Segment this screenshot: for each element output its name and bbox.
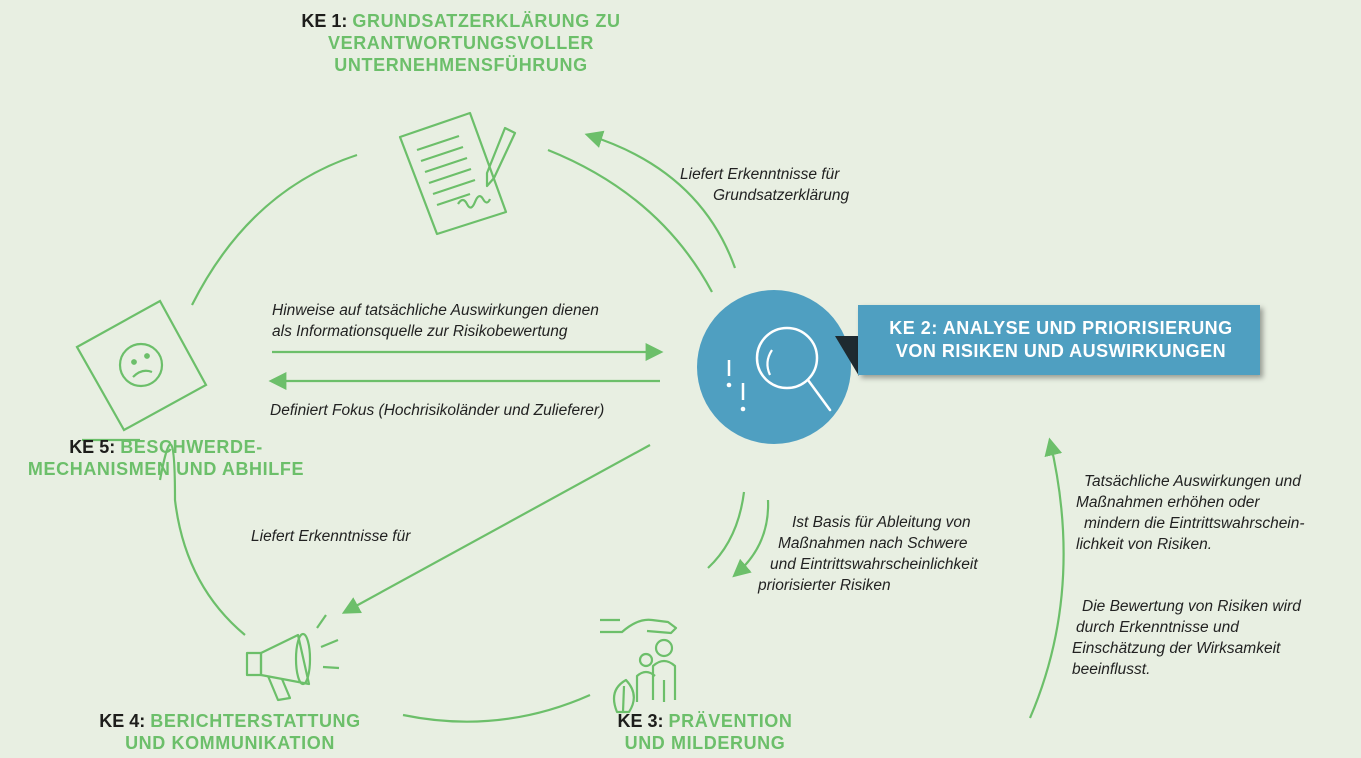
ke3-title-line-2: UND MILDERUNG — [624, 733, 786, 753]
annotation-ke2-to-ke3: Ist Basis für Ableitung von Maßnahmen na… — [758, 514, 978, 594]
sad-face-sign-icon — [75, 299, 208, 442]
annotation-ke2-to-ke5: Definiert Fokus (Hochrisikoländer und Zu… — [270, 402, 605, 419]
cycle-arc-ke4-ke3 — [402, 693, 591, 723]
ke2-banner-fold — [835, 336, 859, 376]
ke2-title-line-2: VON RISIKEN UND AUSWIRKUNGEN — [895, 341, 1227, 361]
ke3-heading: KE 3:PRÄVENTION UND MILDERUNG — [598, 710, 812, 754]
annotation-ke3-to-ke2-a: Tatsächliche Auswirkungen und Maßnahmen … — [1076, 473, 1305, 553]
ke5-heading: KE 5:BESCHWERDE- MECHANISMEN UND ABHILFE — [0, 436, 332, 480]
ke4-heading: KE 4:BERICHTERSTATTUNG UND KOMMUNIKATION — [70, 710, 390, 754]
ke2-title-line-1: ANALYSE UND PRIORISIERUNG — [942, 318, 1233, 338]
arrow-ke2-to-ke3 — [732, 499, 770, 578]
annotation-to-ke4: Liefert Erkenntnisse für — [251, 528, 411, 545]
arc-ke2-ke3-outer — [707, 491, 746, 569]
ke4-id: KE 4: — [99, 711, 146, 731]
protecting-hand-people-icon — [600, 618, 678, 714]
ke1-title-line-2: VERANTWORTUNGSVOLLER — [328, 33, 594, 53]
ke4-title-line-2: UND KOMMUNIKATION — [125, 733, 335, 753]
ke4-title-line-1: BERICHTERSTATTUNG — [150, 711, 361, 731]
ke3-title-line-1: PRÄVENTION — [668, 711, 793, 731]
megaphone-icon — [245, 614, 340, 702]
ke1-title-line-3: UNTERNEHMENSFÜHRUNG — [334, 55, 588, 75]
ke1-id: KE 1: — [301, 11, 348, 31]
magnifier-icon — [697, 290, 851, 444]
ke5-title-line-2: MECHANISMEN UND ABHILFE — [27, 459, 305, 479]
ke2-heading-banner: KE 2:ANALYSE UND PRIORISIERUNG VON RISIK… — [858, 305, 1260, 375]
ke1-heading: KE 1:GRUNDSATZERKLÄRUNG ZU VERANTWORTUNG… — [256, 10, 666, 76]
annotation-ke3-to-ke2-b: Die Bewertung von Risiken wird durch Erk… — [1072, 598, 1301, 678]
cycle-arc-ke1-ke5 — [191, 153, 358, 306]
ke3-id: KE 3: — [617, 711, 664, 731]
ke5-id: KE 5: — [69, 437, 116, 457]
cycle-arc-ke5-ke4 — [158, 443, 246, 636]
annotation-ke5-to-ke2: Hinweise auf tatsächliche Auswirkungen d… — [272, 302, 599, 340]
annotation-to-ke1: Liefert Erkenntnisse für Grundsatzerklär… — [680, 166, 850, 204]
arrow-ke2-to-ke1 — [584, 130, 737, 269]
signed-document-icon — [398, 111, 517, 236]
ke2-id: KE 2: — [889, 318, 938, 338]
arrow-ke3-to-ke2 — [1028, 437, 1065, 719]
ke1-title-line-1: GRUNDSATZERKLÄRUNG ZU — [352, 11, 621, 31]
cycle-arc-ke1-ke2 — [547, 148, 713, 293]
ke5-title-line-1: BESCHWERDE- — [120, 437, 263, 457]
arrow-ke2-to-ke4 — [341, 444, 651, 614]
